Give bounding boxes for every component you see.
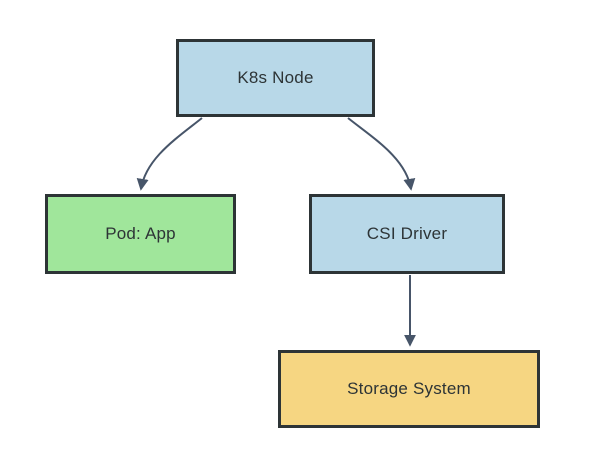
node-pod-app-label: Pod: App (105, 224, 176, 243)
node-csi-driver: CSI Driver (309, 194, 505, 274)
node-pod-app: Pod: App (45, 194, 236, 274)
node-storage-system-label: Storage System (347, 379, 471, 398)
node-csi-driver-label: CSI Driver (366, 224, 448, 243)
node-k8s-node: K8s Node (176, 39, 375, 117)
node-storage-system: Storage System (278, 350, 540, 428)
node-k8s-node-label: K8s Node (237, 68, 314, 87)
edge-k8s-to-csi-arrow (347, 117, 416, 191)
edge-k8s-to-pod-arrow (136, 117, 203, 191)
